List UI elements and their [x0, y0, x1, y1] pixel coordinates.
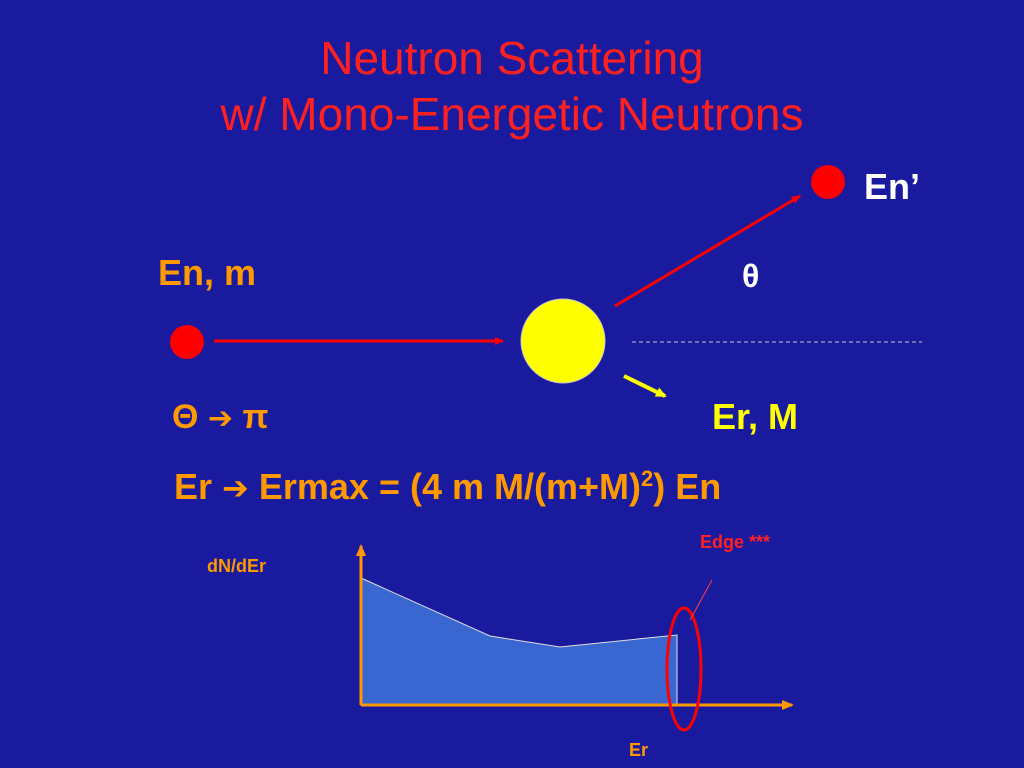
edge-annotation: Edge ***	[700, 532, 771, 552]
recoil-spectrum-plot	[356, 544, 794, 732]
scattering-angle-label: θ	[742, 258, 760, 294]
theta-symbol: Θ	[172, 398, 199, 436]
pi-symbol: π	[242, 398, 269, 436]
right-arrow-icon: ➔	[207, 401, 234, 436]
target-nucleus	[520, 298, 606, 384]
er-term: Er	[174, 466, 213, 507]
backscatter-equation: Θ ➔ π	[172, 398, 269, 437]
scattered-neutron-label: En’	[864, 166, 921, 207]
recoil-arrow	[623, 374, 667, 398]
incoming-neutron-label: En, m	[158, 252, 257, 293]
slide-title: Neutron Scattering w/ Mono-Energetic Neu…	[0, 30, 1024, 142]
spectrum-y-label: dN/dEr	[207, 556, 267, 576]
right-arrow-icon: ➔	[222, 469, 249, 507]
edge-pointer-line	[689, 579, 713, 621]
title-line-1: Neutron Scattering	[320, 32, 704, 84]
ermax-expression-tail: ) En	[653, 466, 722, 507]
recoil-energy-equation: Er ➔ Ermax = (4 m M/(m+M)2) En	[174, 466, 721, 508]
incoming-neutron	[170, 325, 204, 359]
spectrum-x-label: Er	[629, 740, 649, 760]
title-line-2: w/ Mono-Energetic Neutrons	[220, 88, 804, 140]
ermax-expression: Ermax = (4 m M/(m+M)	[258, 466, 641, 507]
spectrum-area	[360, 577, 678, 706]
scattered-neutron	[811, 165, 845, 199]
squared-exponent: 2	[641, 466, 654, 491]
edge-highlight-ellipse	[665, 606, 703, 732]
recoil-nucleus-label: Er, M	[712, 396, 799, 437]
scattered-arrow	[614, 194, 801, 308]
